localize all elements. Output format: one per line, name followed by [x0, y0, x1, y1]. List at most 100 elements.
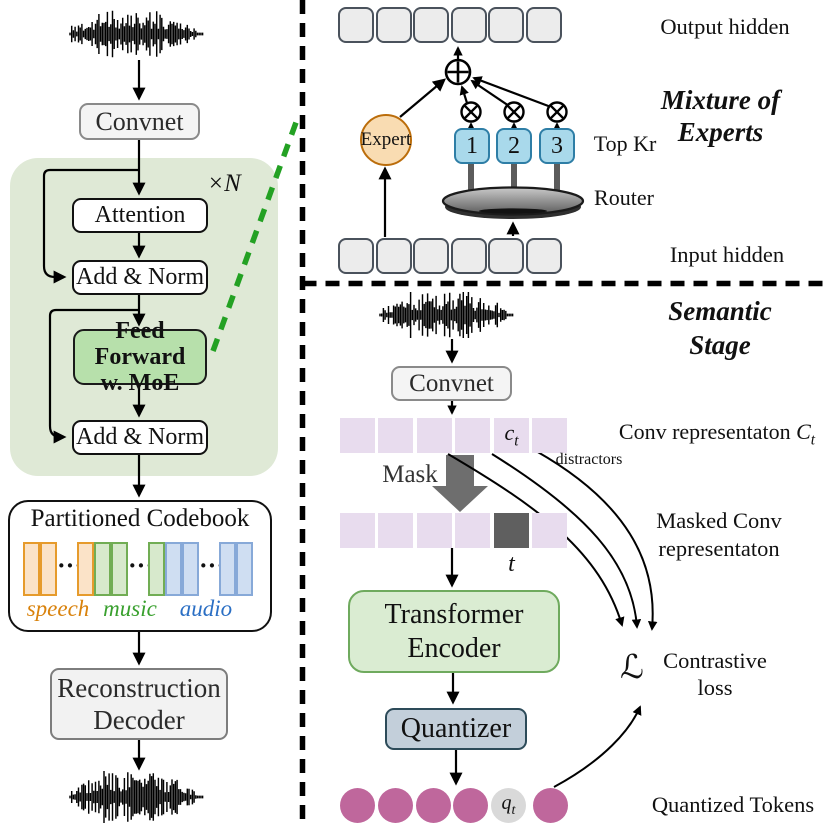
quantizer-label: Quantizer [400, 713, 512, 744]
output-waveform [69, 771, 204, 823]
output-hidden-label: Output hidden [660, 14, 790, 39]
masked-token-t [494, 513, 529, 548]
codebook-dots: ··· [57, 551, 84, 580]
top-k-label: Top Kr [593, 131, 657, 156]
mask-label: Mask [382, 461, 438, 488]
masked-conv-token [417, 513, 452, 548]
masked-conv-token [378, 513, 413, 548]
reconstruction-decoder-box: Reconstruction Decoder [50, 668, 228, 740]
quantized-to-loss-curve [553, 705, 642, 788]
gate-2-label: 2 [508, 132, 520, 159]
expert-label: Expert [360, 129, 412, 150]
decoder-label-line2: Decoder [93, 705, 185, 735]
codebook-entry-music [94, 542, 111, 596]
convnet-label: Convnet [95, 106, 184, 136]
quantized-token [533, 788, 568, 823]
feed-forward-label-line2: w. MoE [100, 370, 180, 396]
output-hidden-token [338, 7, 374, 43]
gate-1-label: 1 [466, 132, 478, 159]
conv-repr-token [532, 418, 567, 453]
moe-title: Mixture of Experts [638, 84, 803, 148]
quantized-token [378, 788, 413, 823]
semantic-input-waveform [379, 292, 514, 338]
masked-conv-token [532, 513, 567, 548]
conv-repr-token [417, 418, 452, 453]
codebook-entry-music [111, 542, 128, 596]
masked-conv-line1: Masked Conv [656, 508, 782, 533]
mask-arrow [432, 455, 488, 512]
input-hidden-token [488, 238, 524, 274]
feed-forward-label-line1: Feed Forward [94, 318, 186, 370]
speech-partition-label: speech [26, 596, 90, 621]
moe-title-line1: Mixture of [660, 85, 781, 115]
semantic-stage-title: Semantic Stage [640, 294, 800, 362]
quantized-token [340, 788, 375, 823]
expert-circle: Expert [360, 114, 412, 166]
masked-conv-line2: representaton [658, 536, 780, 561]
semantic-convnet-box: Convnet [391, 366, 512, 401]
codebook-entry-music [148, 542, 165, 596]
attention-box: Attention [72, 198, 208, 233]
add-norm-box-1: Add & Norm [72, 260, 208, 295]
conv-repr-token [378, 418, 413, 453]
router-shape [441, 186, 585, 219]
conv-representation-label: Conv representaton Ct [618, 419, 816, 449]
t-index-label: t [508, 551, 515, 577]
output-hidden-token [488, 7, 524, 43]
input-hidden-token [338, 238, 374, 274]
contrastive-loss-label: Contrastive loss [650, 647, 780, 701]
codebook-title: Partitioned Codebook [30, 505, 250, 532]
codebook-entry-audio [236, 542, 253, 596]
input-hidden-token [376, 238, 412, 274]
c-t-symbol: ct [504, 420, 519, 450]
sum-icon [444, 58, 472, 86]
router-stems [468, 162, 560, 203]
feed-forward-moe-box: Feed Forward w. MoE [73, 318, 207, 396]
C-t-symbol: Ct [796, 419, 816, 449]
conv-repr-token [340, 418, 375, 453]
audio-partition-label: audio [179, 596, 233, 621]
repeat-n-label: ×N [207, 170, 241, 197]
codebook-entry-audio [182, 542, 199, 596]
quantized-token-qt: qt [491, 788, 526, 823]
semantic-convnet-label: Convnet [409, 369, 494, 397]
contrastive-line2: loss [697, 675, 733, 700]
input-hidden-token [413, 238, 449, 274]
add-norm-label: Add & Norm [76, 264, 204, 290]
router-label: Router [594, 185, 654, 210]
codebook-dots: ··· [128, 551, 155, 580]
output-hidden-token [376, 7, 412, 43]
output-hidden-token [526, 7, 562, 43]
codebook-entry-speech [23, 542, 40, 596]
music-partition-label: music [103, 596, 157, 621]
gate-box-1: 1 [454, 128, 490, 164]
codebook-entry-speech [77, 542, 94, 596]
quantized-token [416, 788, 451, 823]
semantic-title-line2: Stage [689, 330, 751, 360]
encoder-label-line2: Encoder [407, 632, 501, 664]
semantic-title-line1: Semantic [668, 296, 772, 326]
quantized-token [453, 788, 488, 823]
moe-title-line2: Experts [677, 117, 764, 147]
q-t-symbol: qt [501, 792, 516, 818]
output-hidden-token [451, 7, 487, 43]
output-hidden-token [413, 7, 449, 43]
add-norm-label-2: Add & Norm [76, 424, 204, 450]
multiply-icons [460, 101, 568, 123]
encoder-label-line1: Transformer [384, 598, 524, 630]
gate-box-3: 3 [539, 128, 575, 164]
codebook-entry-speech [40, 542, 57, 596]
distractors-label: distractors [555, 451, 623, 468]
codebook-entry-audio [219, 542, 236, 596]
quantizer-box: Quantizer [385, 708, 527, 750]
masked-conv-label: Masked Conv representaton [643, 507, 795, 563]
conv-repr-token [455, 418, 490, 453]
quantized-tokens-label: Quantized Tokens [651, 792, 815, 817]
add-norm-box-2: Add & Norm [72, 420, 208, 455]
attention-label: Attention [94, 202, 186, 228]
input-hidden-token [526, 238, 562, 274]
convnet-box: Convnet [79, 103, 200, 140]
gate-3-label: 3 [551, 132, 563, 159]
input-hidden-label: Input hidden [669, 242, 785, 267]
